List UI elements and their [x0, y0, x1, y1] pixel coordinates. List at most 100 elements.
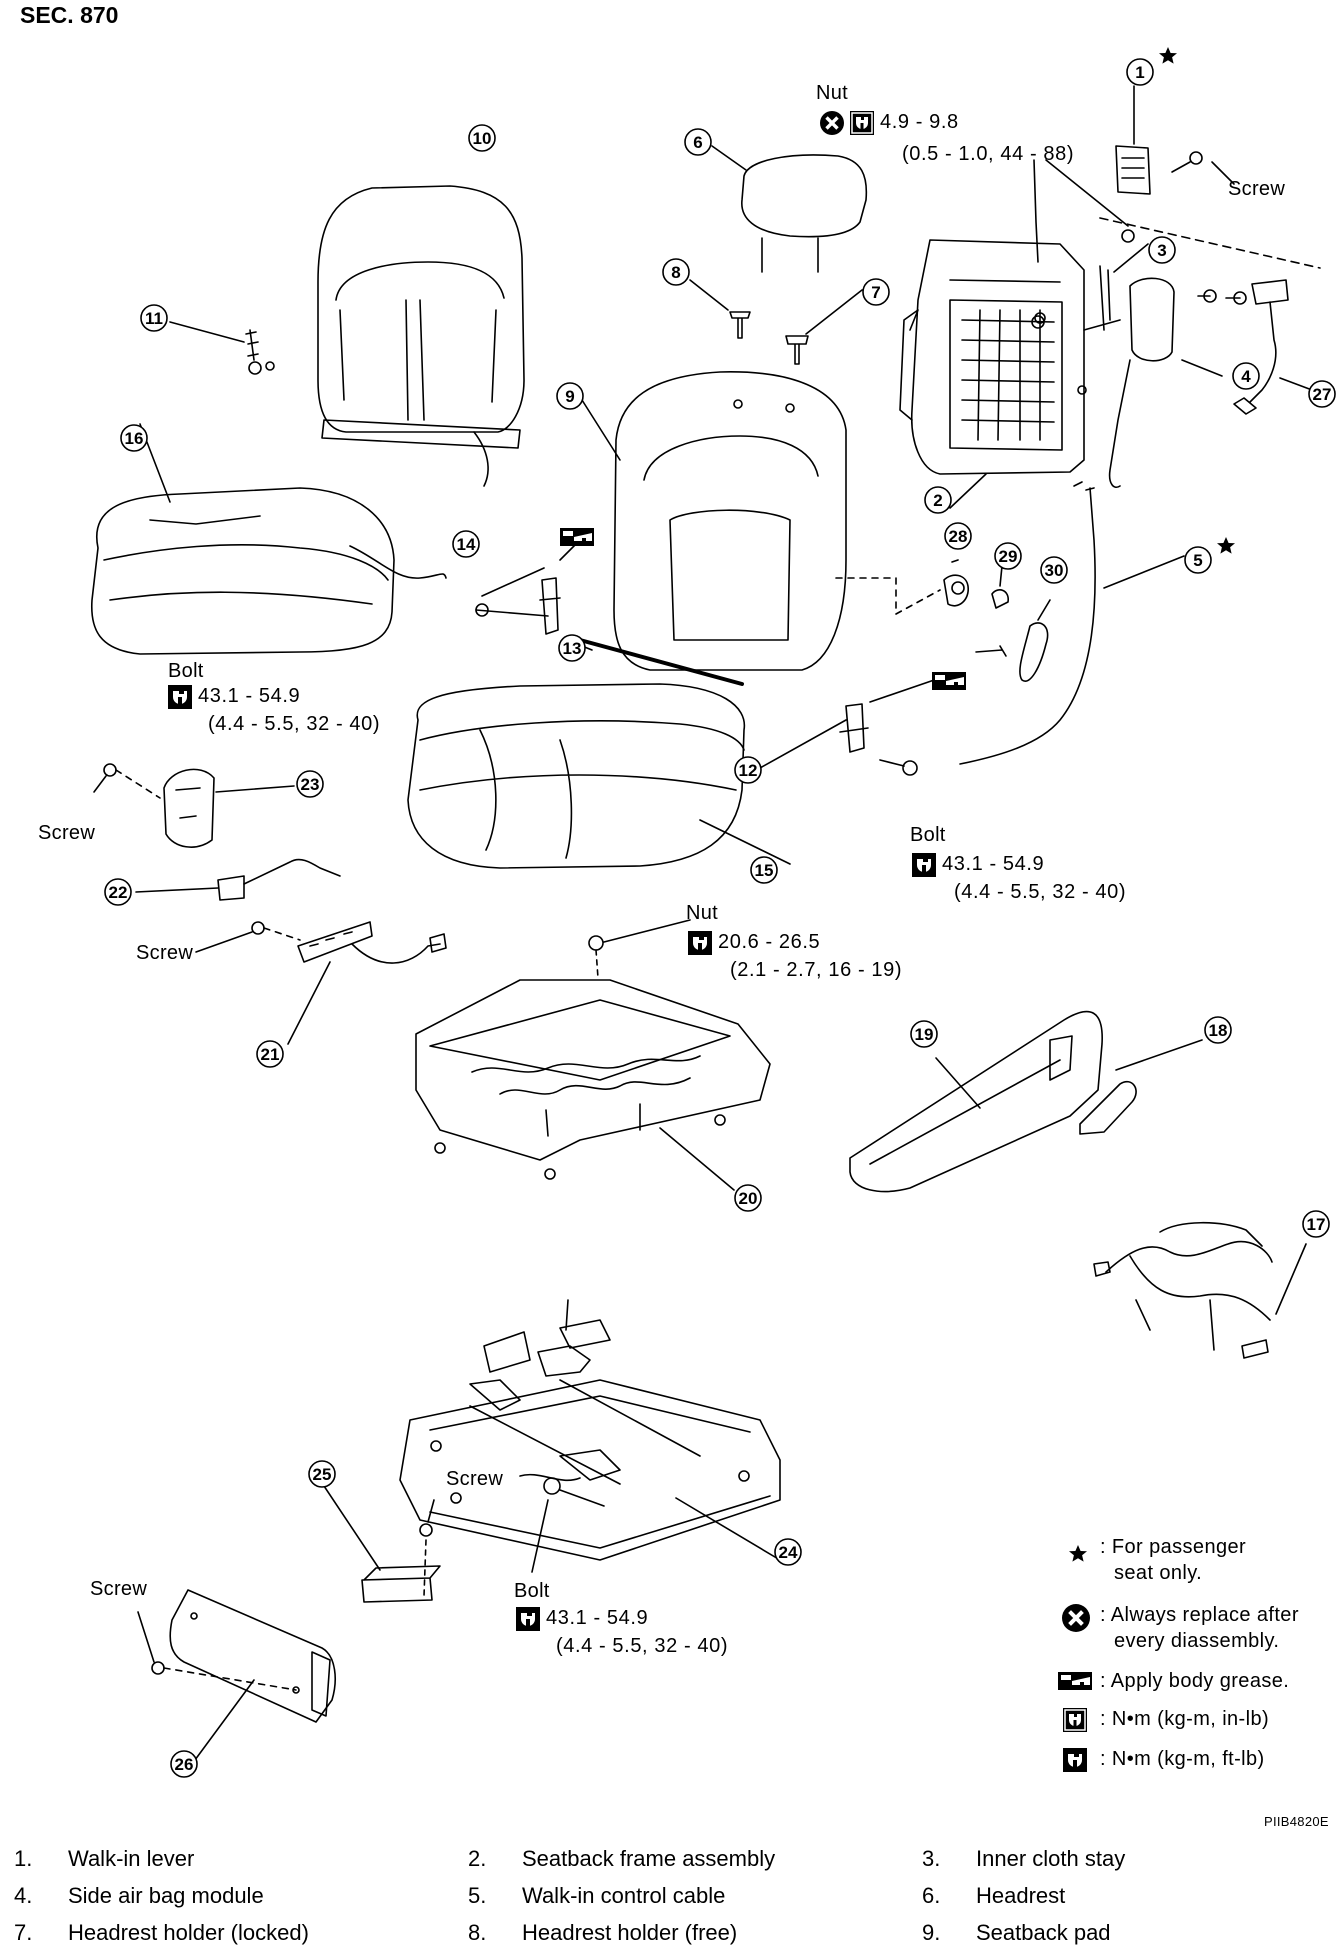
callout-23: 23: [296, 770, 324, 798]
seatback-bar-part-13: [578, 638, 744, 686]
callout-17: 17: [1302, 1210, 1330, 1238]
part-8-name: Headrest holder (free): [522, 1920, 738, 1945]
headrest-holder-free-part-8: [729, 311, 751, 339]
screw-label-21: Screw: [136, 942, 194, 964]
torque-nut-top-value: 4.9 - 9.8: [880, 111, 959, 133]
headrest-holder-locked-part-7: [785, 335, 809, 365]
part-5-number: 5.: [468, 1883, 487, 1908]
part-6-number: 6.: [922, 1883, 941, 1908]
bolt-label-left: Bolt: [168, 660, 204, 682]
cushion-frame-part-20: [415, 979, 771, 1161]
callout-7: 7: [862, 278, 890, 306]
bolt-label-mid: Bolt: [910, 824, 946, 846]
torque-wrench-ftlb-icon: [168, 684, 192, 709]
part-6-name: Headrest: [976, 1883, 1066, 1908]
part-row-8: 8.Headrest holder (free): [468, 1920, 888, 1948]
legend-replace-line2: every diassembly.: [1114, 1630, 1280, 1652]
callout-24: 24: [774, 1538, 802, 1566]
screw-label-bottom: Screw: [446, 1468, 504, 1490]
seat-hinge-part-12: [839, 703, 869, 753]
part-row-9: 9. Seatback pad: [922, 1920, 1342, 1948]
callout-23-label: 23: [301, 775, 320, 794]
lever-part-29: [991, 589, 1009, 609]
callout-10-label: 10: [473, 129, 492, 148]
callout-12-label: 12: [739, 761, 758, 780]
passenger-star-icon: [1069, 1545, 1087, 1562]
callout-27: 27: [1308, 380, 1336, 408]
torque-wrench-inlb-icon: [850, 110, 874, 135]
torque-bolt-bottom-value: 43.1 - 54.9: [546, 1607, 649, 1629]
callout-8-label: 8: [671, 263, 680, 282]
module-part-25: [361, 1565, 441, 1603]
callout-4-label: 4: [1241, 367, 1251, 386]
inner-cloth-stay-part-3: [1099, 265, 1111, 331]
callout-29: 29: [994, 542, 1022, 570]
part-row-2: 2.Seatback frame assembly: [468, 1846, 888, 1874]
nut-label-mid: Nut: [686, 902, 719, 924]
callout-2-label: 2: [933, 491, 942, 510]
part-3-number: 3.: [922, 1846, 941, 1871]
passenger-star-icon: [1159, 47, 1177, 64]
callout-14-label: 14: [457, 535, 476, 554]
body-grease-icon: [1058, 1672, 1092, 1690]
callout-14: 14: [452, 530, 480, 558]
legend-grease: : Apply body grease.: [1100, 1670, 1290, 1692]
always-replace-icon: [820, 110, 844, 135]
part-row-7: 7.Headrest holder (locked): [14, 1920, 434, 1948]
callout-8: 8: [662, 258, 690, 286]
callout-11-label: 11: [145, 309, 163, 328]
callout-2: 2: [924, 486, 952, 514]
cushion-trim-part-16: [90, 487, 395, 655]
torque-wrench-ftlb-icon: [1063, 1748, 1087, 1772]
exploded-diagram: 1 2 3 4 5 6 7 8 9 10 11 12 13 14 15 16 1…: [90, 47, 1336, 1778]
callout-16: 16: [120, 424, 148, 452]
body-grease-icon: [560, 528, 594, 546]
torque-wrench-ftlb-icon: [688, 930, 712, 955]
part-9-name: Seatback pad: [976, 1920, 1111, 1945]
torque-bolt-left-value: 43.1 - 54.9: [198, 685, 301, 707]
callout-7-label: 7: [871, 283, 880, 302]
torque-bolt-mid-converted: (4.4 - 5.5, 32 - 40): [954, 881, 1127, 903]
symbol-legend: : For passenger seat only. : Always repl…: [1058, 1534, 1338, 1794]
callout-29-label: 29: [999, 547, 1018, 566]
callout-circles: 1 2 3 4 5 6 7 8 9 10 11 12 13 14 15 16 1…: [104, 58, 1336, 1778]
legend-star-line2: seat only.: [1114, 1562, 1203, 1584]
torque-spec-bolt-left: 43.1 - 54.9: [168, 684, 300, 709]
part-row-3: 3.Inner cloth stay: [922, 1846, 1342, 1874]
callout-9-label: 9: [565, 387, 574, 406]
torque-bolt-mid-value: 43.1 - 54.9: [942, 853, 1045, 875]
part-row-1: 1.Walk-in lever: [14, 1846, 434, 1874]
callout-22: 22: [104, 878, 132, 906]
seat-switch-part-21: [297, 921, 373, 963]
walk-in-lever-part-30: [1019, 622, 1049, 682]
seat-frame-part-24: [399, 1379, 781, 1561]
part-7-number: 7.: [14, 1920, 33, 1945]
callout-6-label: 6: [693, 133, 702, 152]
callout-25: 25: [308, 1460, 336, 1488]
part-9-number: 9.: [922, 1920, 941, 1945]
torque-wrench-ftlb-icon: [516, 1606, 540, 1631]
finisher-part-18: [1079, 1080, 1137, 1135]
harness-part-17: [1105, 1240, 1273, 1273]
part-1-name: Walk-in lever: [68, 1846, 195, 1871]
walk-in-lever-part-11: [245, 329, 259, 361]
torque-nut-mid-value: 20.6 - 26.5: [718, 931, 821, 953]
callout-5-label: 5: [1193, 551, 1202, 570]
seatback-frame-part-2: [910, 239, 1085, 475]
torque-wrench-ftlb-icon: [912, 852, 936, 877]
part-2-name: Seatback frame assembly: [522, 1846, 776, 1871]
callout-21: 21: [256, 1040, 284, 1068]
legend-torque-inlb: : N•m (kg-m, in-lb): [1100, 1708, 1270, 1730]
callout-28-label: 28: [949, 527, 968, 546]
figure-code: PIIB4820E: [1264, 1814, 1329, 1829]
part-4-number: 4.: [14, 1883, 33, 1908]
callout-27-label: 27: [1313, 385, 1332, 404]
callout-18: 18: [1204, 1016, 1232, 1044]
callout-12: 12: [734, 756, 762, 784]
panel-part-26: [169, 1589, 336, 1723]
bolt-label-bottom: Bolt: [514, 1580, 550, 1602]
hinge-cover-part-23: [163, 768, 215, 848]
callout-19: 19: [910, 1020, 938, 1048]
headrest-part-6: [741, 154, 868, 238]
section-title: SEC. 870: [20, 2, 119, 28]
